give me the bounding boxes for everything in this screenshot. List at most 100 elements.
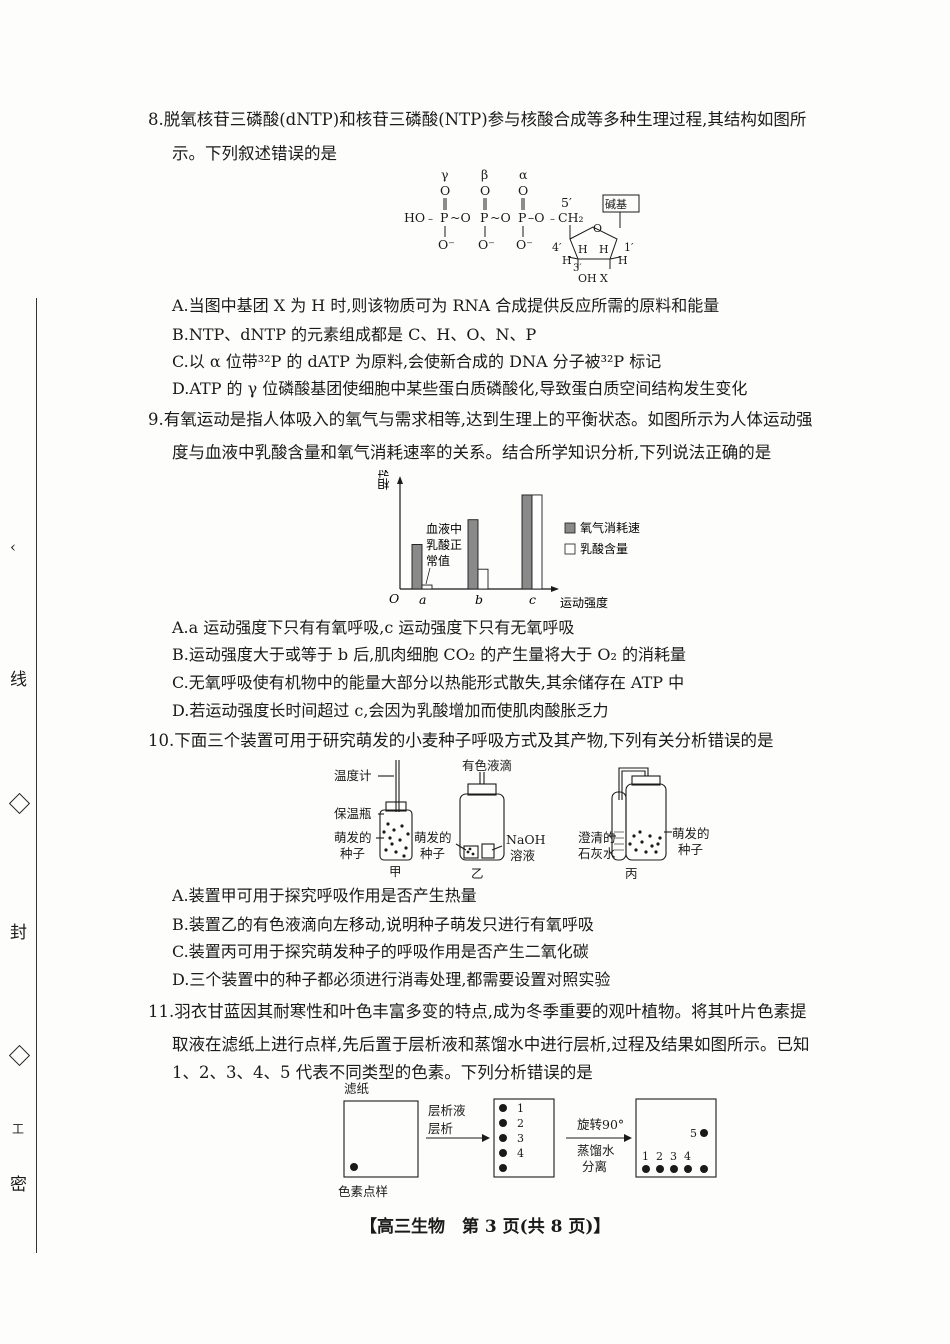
svg-text:温度计: 温度计 [334,768,372,783]
svg-text:石灰水: 石灰水 [578,846,616,861]
binding-arrow: ‹ [10,538,16,556]
binding-mark: 工 [12,1122,25,1136]
legend-swatch-oxygen [564,522,576,534]
q9-option-b[interactable]: B.运动强度大于或等于 b 后,肌肉细胞 CO₂ 的产生量将大于 O₂ 的消耗量 [172,645,686,664]
svg-text:~O: ~O [490,210,511,225]
svg-text:保温瓶: 保温瓶 [334,806,372,821]
svg-text:–O: –O [528,210,545,225]
svg-text:O⁻: O⁻ [516,237,533,252]
svg-text:O: O [440,183,450,198]
svg-text:4′: 4′ [552,241,562,254]
bar-lactate-c [531,494,543,590]
bar-oxygen-b [467,519,479,590]
diamond-icon [8,792,31,815]
svg-text:有色液滴: 有色液滴 [462,758,512,773]
q8-option-c[interactable]: C.以 α 位带³²P 的 dATP 为原料,会使新合成的 DNA 分子被³²P… [172,352,662,371]
svg-text:~O: ~O [450,210,471,225]
x-tick-c: c [529,592,536,607]
ntp-structure-figure: γ β α O O O HO – P ~O P ~O P –O – CH₂ 5′… [404,167,640,285]
exercise-lactate-chart: O 相对值 运动强度 血液中 乳酸正 常值 a b c 氧气消耗速率 乳酸含量 [377,470,640,610]
svg-text:萌发的: 萌发的 [334,830,372,845]
q11-stem-line2: 取液在滤纸上进行点样,先后置于层析液和蒸馏水中进行层析,过程及结果如图所示。已知 [172,1035,810,1054]
q9-option-c[interactable]: C.无氧呼吸使有机物中的能量大部分以热能形式散失,其余储存在 ATP 中 [172,673,685,692]
chromatography-figure: 滤纸 色素点样 层析液 层析 旋转90° 蒸馏水 分离 1 2 3 4 1 2 … [338,1081,717,1199]
svg-text:4: 4 [684,1150,691,1163]
x-tick-b: b [475,592,483,607]
annotation-line3: 常值 [426,553,450,568]
svg-text:–: – [550,214,555,225]
bar-lactate-a [421,584,433,590]
svg-text:乙: 乙 [471,866,484,881]
bar-oxygen-c [521,494,533,590]
annotation-pointer [425,567,431,585]
svg-text:1: 1 [642,1150,649,1163]
q9-stem-line2: 度与血液中乳酸含量和氧气消耗速率的关系。结合所学知识分析,下列说法正确的是 [172,443,772,462]
binding-char-seal: 封 [10,923,27,943]
q9-option-d[interactable]: D.若运动强度长时间超过 c,会因为乳酸增加而使肌肉酸胀乏力 [172,701,609,720]
svg-text:甲: 甲 [389,864,402,879]
binding-line [36,298,37,1253]
svg-text:–: – [428,214,433,225]
q10-option-b[interactable]: B.装置乙的有色液滴向左移动,说明种子萌发只进行有氧呼吸 [172,915,594,934]
svg-text:H: H [599,243,609,256]
svg-text:H: H [618,254,628,267]
q8-option-a[interactable]: A.当图中基团 X 为 H 时,则该物质可为 RNA 合成提供反应所需的原料和能… [172,296,720,315]
q8-option-d[interactable]: D.ATP 的 γ 位磷酸基团使细胞中某些蛋白质磷酸化,导致蛋白质空间结构发生变… [172,379,748,398]
beta-label: β [481,167,488,182]
q10-option-a[interactable]: A.装置甲可用于探究呼吸作用是否产生热量 [172,886,477,905]
chart-ylabel: 相对值 [377,470,391,490]
x-axis-arrow-icon [551,586,559,592]
x-tick-a: a [419,592,426,607]
respiration-apparatus-figure: 温度计 保温瓶 萌发的 种子 有色液滴 萌发的 种子 NaOH 溶液 澄清的 石… [334,758,710,881]
svg-text:4: 4 [517,1147,524,1160]
gamma-label: γ [441,167,448,182]
diamond-icon [8,1044,31,1067]
svg-text:OH: OH [578,272,597,285]
chart-xlabel: 运动强度 [560,595,608,610]
svg-text:1: 1 [517,1102,524,1115]
svg-text:H: H [578,243,588,256]
svg-text:X: X [600,272,608,285]
svg-text:分离: 分离 [582,1159,607,1174]
svg-text:NaOH: NaOH [506,832,546,847]
svg-text:CH₂: CH₂ [558,210,583,225]
svg-text:层析液: 层析液 [428,1103,466,1118]
svg-text:O: O [593,222,602,235]
svg-text:2: 2 [517,1117,524,1130]
annotation-line2: 乳酸正 [426,537,462,552]
binding-char-secret: 密 [10,1175,27,1195]
q10-stem-line1: 10.下面三个装置可用于研究萌发的小麦种子呼吸方式及其产物,下列有关分析错误的是 [148,731,774,750]
base-label: 碱基 [605,198,627,211]
svg-text:萌发的: 萌发的 [672,826,710,841]
svg-text:溶液: 溶液 [510,848,536,863]
svg-text:萌发的: 萌发的 [414,830,452,845]
q9-option-a[interactable]: A.a 运动强度下只有有氧呼吸,c 运动强度下只有无氧呼吸 [172,618,575,637]
svg-text:O: O [518,183,528,198]
svg-text:P: P [480,210,488,225]
svg-text:种子: 种子 [678,842,703,857]
legend-label-lactate: 乳酸含量 [580,541,628,556]
svg-text:O⁻: O⁻ [478,237,495,252]
svg-text:种子: 种子 [420,846,445,861]
q11-stem-line3: 1、2、3、4、5 代表不同类型的色素。下列分析错误的是 [172,1063,593,1082]
annotation-line1: 血液中 [426,521,462,536]
q10-option-c[interactable]: C.装置丙可用于探究萌发种子的呼吸作用是否产生二氧化碳 [172,942,589,961]
svg-text:O⁻: O⁻ [438,237,455,252]
q8-option-b[interactable]: B.NTP、dNTP 的元素组成都是 C、H、O、N、P [172,325,537,344]
svg-text:3: 3 [670,1150,677,1163]
svg-text:澄清的: 澄清的 [578,830,616,845]
svg-text:层析: 层析 [428,1121,453,1136]
svg-text:3: 3 [517,1132,524,1145]
svg-text:种子: 种子 [340,846,365,861]
q11-stem-line1: 11.羽衣甘蓝因其耐寒性和叶色丰富多变的特点,成为冬季重要的观叶植物。将其叶片色… [148,1002,807,1021]
chart-origin: O [389,591,399,606]
q9-stem-line1: 9.有氧运动是指人体吸入的氧气与需求相等,达到生理上的平衡状态。如图所示为人体运… [148,410,813,429]
q10-option-d[interactable]: D.三个装置中的种子都必须进行消毒处理,都需要设置对照实验 [172,970,611,989]
svg-text:滤纸: 滤纸 [344,1081,370,1096]
y-axis-arrow-icon [397,476,403,484]
svg-text:丙: 丙 [625,866,638,881]
legend-label-oxygen: 氧气消耗速率 [580,520,640,535]
svg-text:色素点样: 色素点样 [338,1184,388,1199]
alpha-label: α [519,167,528,182]
legend-swatch-lactate [564,543,576,555]
